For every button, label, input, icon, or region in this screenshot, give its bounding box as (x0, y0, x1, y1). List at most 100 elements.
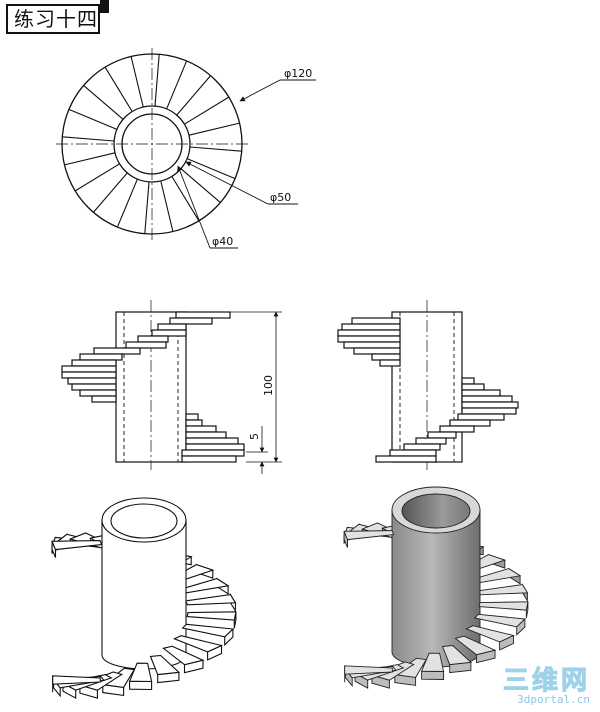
step-block (371, 353, 401, 361)
iso-step-tread (478, 601, 529, 611)
dim-phi50: φ50 (270, 191, 291, 204)
step-block (461, 401, 519, 409)
iso-step-tread (343, 530, 395, 541)
front-view (61, 300, 245, 470)
dim-phi120: φ120 (284, 67, 312, 80)
leader-phi120 (239, 79, 281, 102)
side-steps-right (439, 377, 519, 433)
exercise-title: 练习十四 (6, 4, 100, 34)
iso-step-tread (465, 625, 515, 643)
step-edge-line (104, 66, 133, 112)
side-steps-lower (375, 431, 457, 463)
step-block (415, 437, 447, 445)
step-block (185, 419, 203, 427)
iso-step-tread (186, 611, 237, 621)
step-edge-line (188, 122, 240, 136)
iso-step-riser (129, 680, 153, 691)
dim-phi40: φ40 (212, 235, 233, 248)
watermark: 三维网 3dportal.cn (502, 666, 590, 706)
step-block (439, 425, 475, 433)
watermark-logo: 三维网 (502, 666, 590, 696)
iso-step-tread (181, 623, 235, 638)
dim-100: 100 (262, 375, 275, 396)
isometric-line-view (51, 497, 237, 700)
step-block (449, 419, 491, 427)
step-block (379, 359, 401, 367)
side-view (337, 300, 519, 470)
step-block (427, 431, 457, 439)
step-block (185, 431, 227, 439)
step-block (351, 317, 401, 325)
step-block (341, 323, 401, 331)
iso-step-tread (476, 584, 529, 596)
step-block (71, 359, 117, 367)
step-block (181, 449, 245, 457)
step-block (67, 377, 117, 385)
leader-phi40 (177, 165, 211, 249)
step-block (457, 413, 505, 421)
leader-phi50 (185, 161, 269, 205)
step-edge-line (62, 136, 115, 142)
step-edge-line (116, 178, 138, 228)
iso-step-tread (173, 635, 224, 653)
isometric-shaded-view (343, 486, 529, 689)
title-corner-mark (100, 0, 109, 13)
step-edge-line (154, 54, 160, 107)
iso-step-tread (162, 645, 205, 666)
step-edge-line (186, 158, 236, 180)
step-block (157, 323, 187, 331)
step-block (337, 335, 401, 343)
step-edge-line (184, 96, 230, 125)
step-block (353, 347, 401, 355)
step-lines (62, 54, 242, 234)
iso-step-tread (128, 662, 153, 683)
watermark-url: 3dportal.cn (517, 693, 590, 706)
step-edge-line (83, 84, 124, 120)
step-block (181, 455, 237, 463)
step-block (185, 413, 199, 421)
step-block (151, 329, 187, 337)
iso-shaded-steps-front (343, 530, 529, 689)
top-view (56, 48, 248, 240)
step-edge-line (144, 181, 150, 234)
iso-line-cylinder-hole (110, 503, 178, 539)
step-block (91, 395, 117, 403)
step-block (185, 437, 239, 445)
step-block (79, 353, 123, 361)
step-edge-line (166, 60, 188, 110)
step-block (125, 341, 167, 349)
step-block (375, 455, 437, 463)
step-block (461, 407, 517, 415)
step-edge-line (171, 176, 200, 222)
side-steps-left (337, 317, 401, 367)
step-block (337, 329, 401, 337)
top-view-dimensions (177, 79, 316, 249)
iso-step-tread (454, 635, 497, 656)
dim-5: 5 (248, 433, 261, 440)
iso-step-riser (421, 670, 445, 680)
step-block (461, 383, 485, 391)
step-block (461, 389, 501, 397)
iso-shaded-cylinder-hole (401, 493, 471, 529)
iso-step-tread (51, 540, 103, 551)
step-edge-line (64, 152, 116, 166)
iso-step-tread (473, 613, 526, 628)
step-edge-line (176, 75, 212, 116)
step-edge-line (92, 172, 128, 213)
step-edge-line (74, 163, 120, 192)
step-block (137, 335, 169, 343)
step-block (461, 377, 475, 385)
step-block (61, 371, 117, 379)
iso-line-steps-front (51, 540, 237, 700)
iso-step-tread (344, 665, 393, 675)
iso-step-tread (420, 652, 445, 672)
front-steps-lower (181, 413, 245, 463)
step-block (461, 395, 513, 403)
step-block (175, 311, 231, 319)
step-block (185, 443, 245, 451)
step-edge-line (180, 168, 221, 204)
step-block (403, 443, 441, 451)
step-edge-line (189, 146, 242, 152)
